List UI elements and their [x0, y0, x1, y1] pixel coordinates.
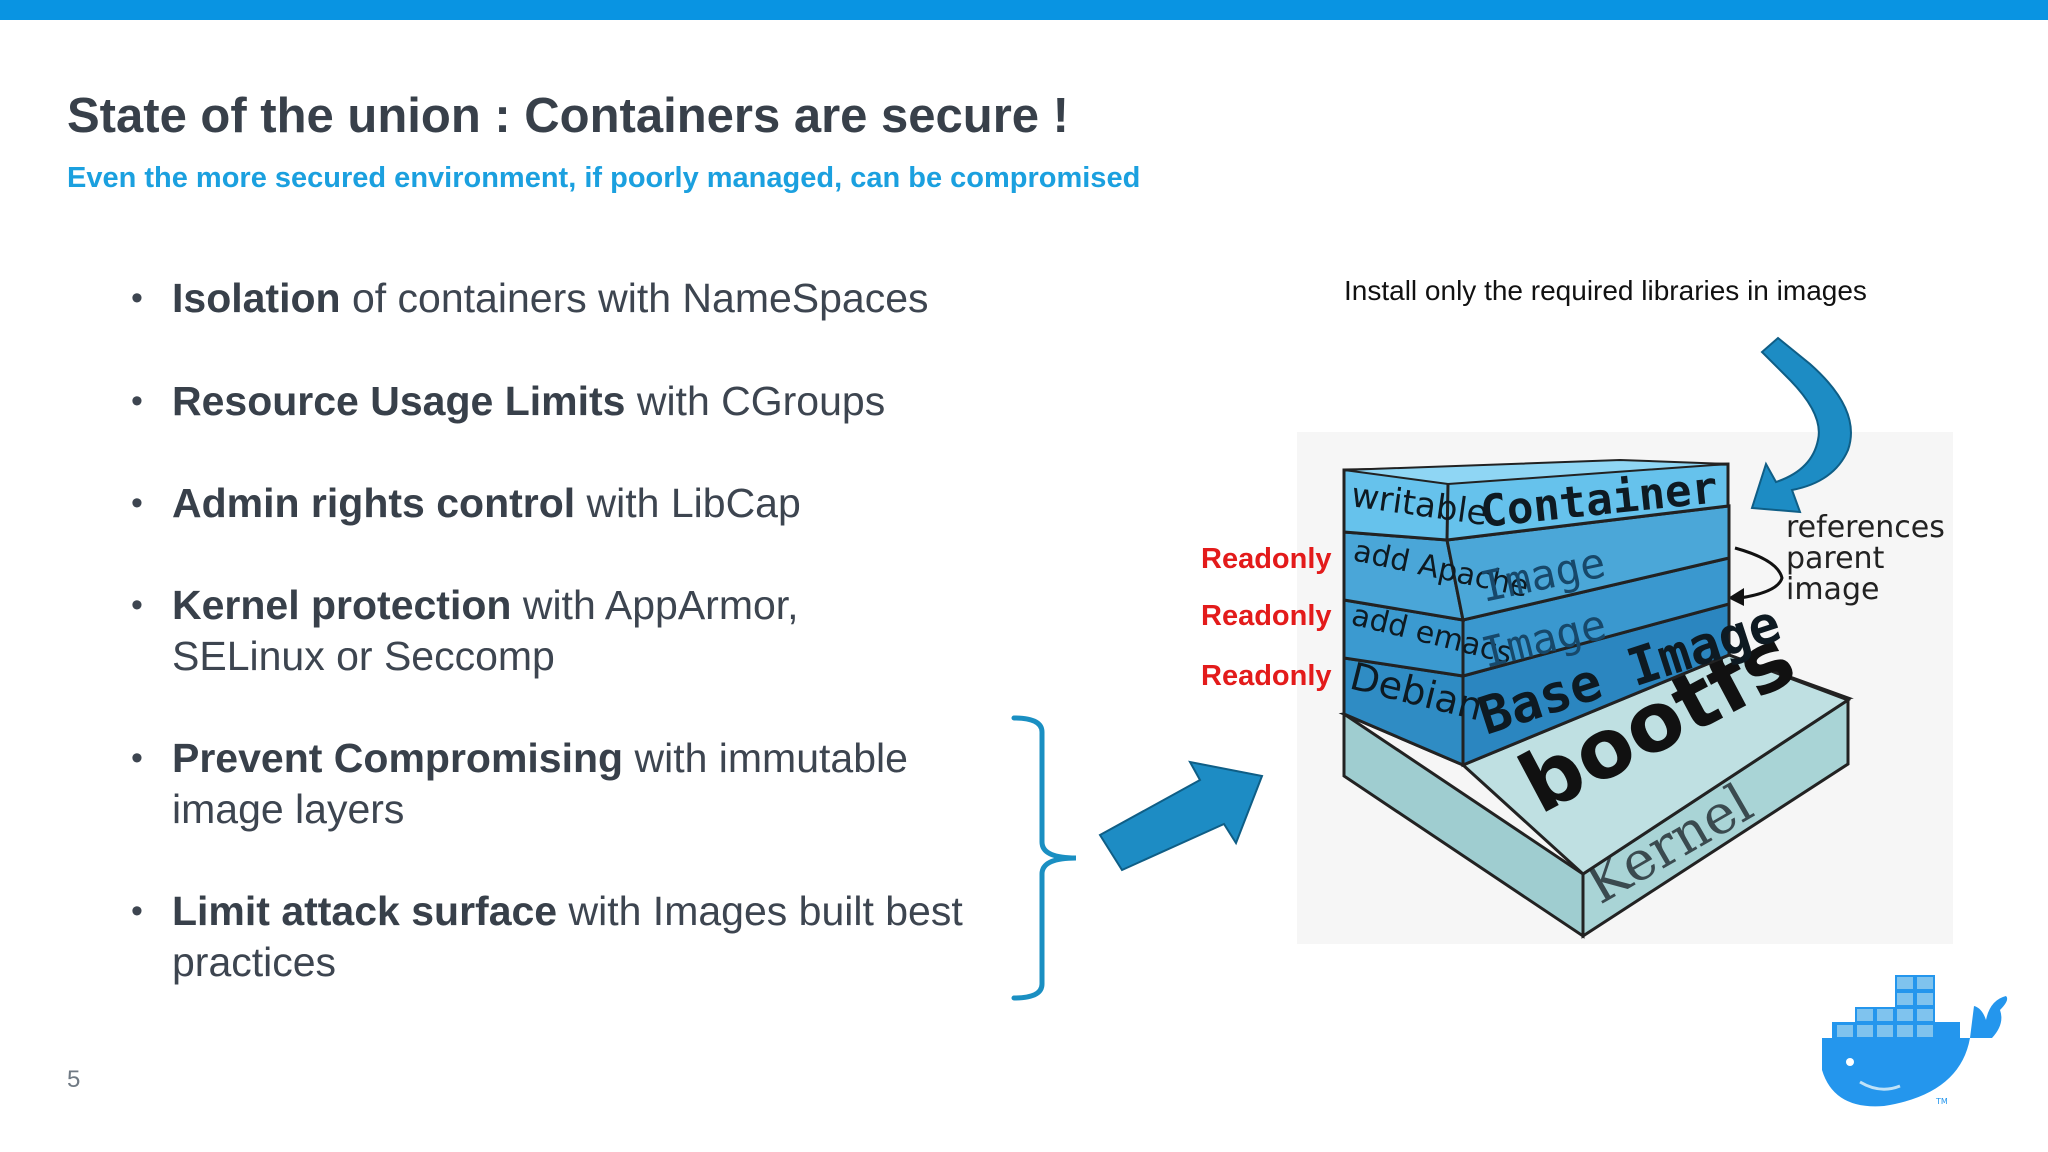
readonly-label: Readonly	[1201, 660, 1332, 692]
bullet-text: with LibCap	[575, 480, 801, 526]
pointing-arrow-icon	[1098, 760, 1264, 872]
bullet-text: with CGroups	[625, 378, 886, 424]
bullet-keyword: Prevent Compromising	[172, 735, 624, 781]
bullet-keyword: Resource Usage Limits	[172, 378, 626, 424]
bullet-dot: •	[131, 739, 143, 777]
parent-label: parent	[1786, 541, 1885, 576]
bullet-keyword: Kernel protection	[172, 582, 512, 628]
slide-subtitle: Even the more secured environment, if po…	[67, 162, 1141, 194]
diagram-note: Install only the required libraries in i…	[1344, 275, 1867, 306]
readonly-label: Readonly	[1201, 600, 1332, 632]
page-number: 5	[67, 1066, 81, 1093]
curly-brace	[1011, 715, 1077, 1001]
readonly-label: Readonly	[1201, 543, 1332, 575]
slide-title: State of the union : Containers are secu…	[67, 89, 1069, 143]
reference-arrow-icon	[1734, 546, 1784, 600]
bullet-dot: •	[131, 892, 143, 930]
bullet-text: with AppArmor, SELinux or Seccomp	[172, 582, 799, 679]
bullet-text: of containers with NameSpaces	[340, 275, 929, 321]
bullet-text: with Images built best practices	[172, 888, 963, 985]
bullet-dot: •	[131, 586, 143, 624]
bullet-dot: •	[131, 279, 143, 317]
bullet-keyword: Isolation	[172, 275, 341, 321]
docker-logo-icon: TM	[1822, 975, 2008, 1107]
bullet-keyword: Admin rights control	[172, 480, 576, 526]
container-layer: writable Container	[1342, 458, 1730, 542]
curved-arrow-icon	[1750, 336, 1852, 514]
image-label: image	[1786, 572, 1879, 607]
bullet-text: with immutable image layers	[172, 735, 908, 832]
bullet-list: • Isolation of containers with NameSpace…	[131, 275, 963, 985]
top-accent-bar	[0, 0, 2048, 20]
trademark-mark: TM	[1935, 1097, 1948, 1106]
bullet-keyword: Limit attack surface	[172, 888, 558, 934]
bullet-dot: •	[131, 382, 143, 420]
bullet-dot: •	[131, 484, 143, 522]
references-label: references	[1786, 510, 1945, 545]
